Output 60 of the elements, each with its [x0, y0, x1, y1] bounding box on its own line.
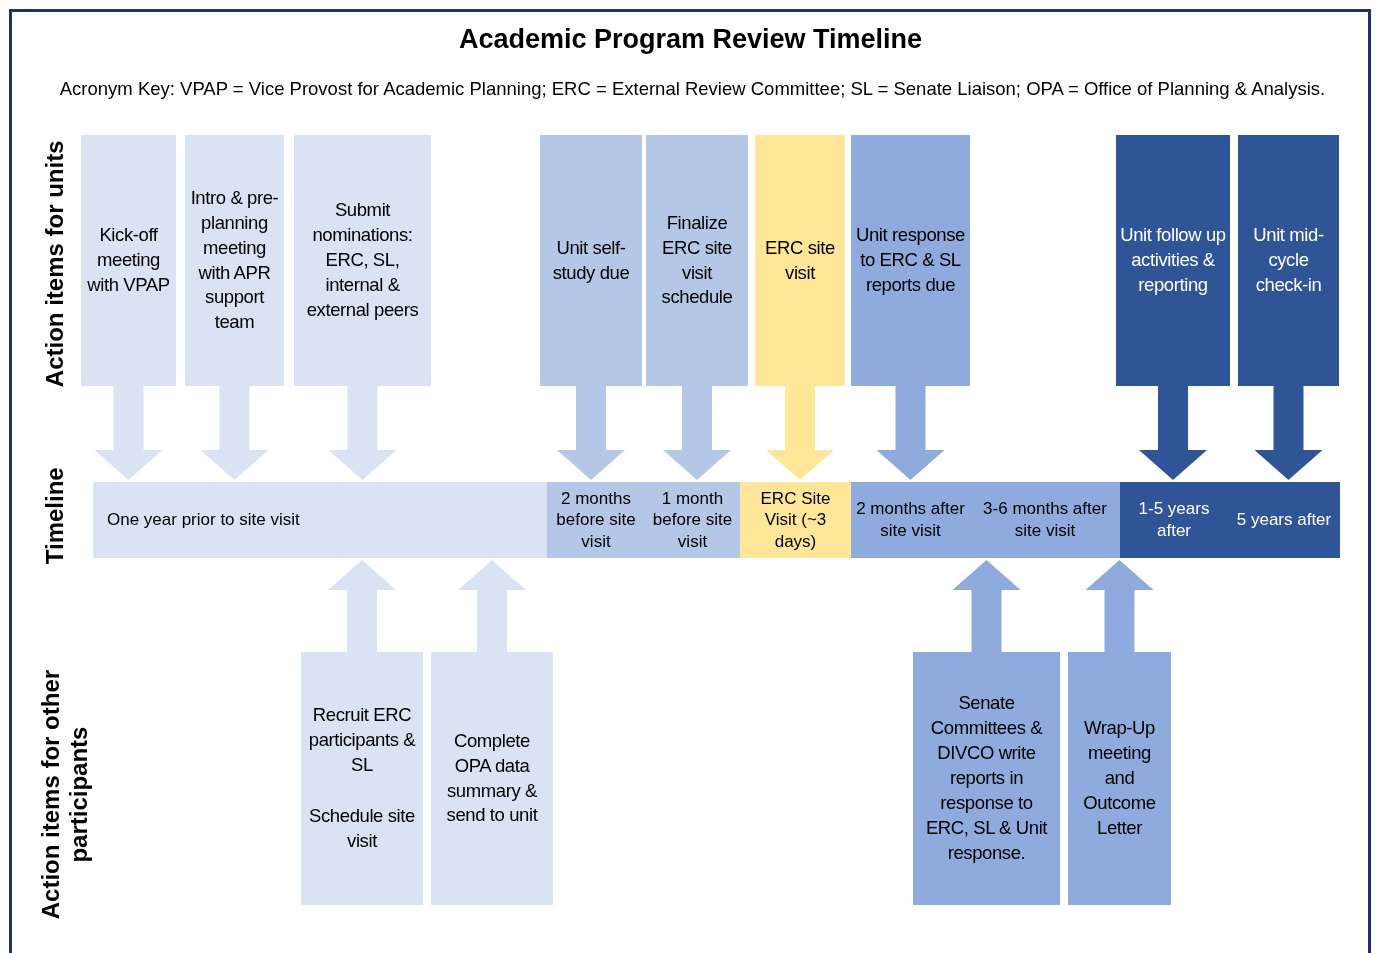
action-box	[294, 135, 431, 386]
box-text: Unit self-study due	[551, 235, 631, 285]
block-arrow	[1254, 386, 1323, 480]
timeline-segment	[645, 482, 740, 558]
box-text: Unit response to ERC & SL reports due	[855, 223, 966, 297]
box-text: Complete OPA data summary & send to unit	[445, 728, 539, 828]
box-text: Unit mid-cycle check-in	[1252, 223, 1325, 297]
acronym-key: Acronym Key: VPAP = Vice Provost for Academic Planning; ERC = External Review Committee; SL = Senate Liaison; OPA = Office of Planning & Analysis.	[20, 78, 1365, 100]
timeline-segment	[93, 482, 547, 558]
block-arrow	[458, 560, 526, 652]
row-label: Action items for other participants	[37, 668, 93, 922]
box-text: ERC site visit	[764, 235, 836, 285]
box-text: 2 months after site visit	[855, 498, 966, 542]
block-arrow	[876, 386, 945, 480]
box-text: ERC Site Visit (~3 days)	[759, 487, 832, 553]
action-box	[81, 135, 176, 386]
box-text: Senate Committees & DIVCO write reports in response to ERC, SL & Unit response.	[924, 691, 1049, 865]
box-text: One year prior to site visit	[107, 509, 300, 531]
action-box	[851, 135, 970, 386]
timeline-segment	[740, 482, 851, 558]
box-text: 3-6 months after site visit	[982, 498, 1108, 542]
box-text: Finalize ERC site visit schedule	[660, 210, 734, 310]
action-box	[540, 135, 642, 386]
action-box	[1068, 652, 1171, 905]
block-arrow	[663, 386, 731, 480]
box-text: 5 years after	[1236, 509, 1332, 531]
box-text: Wrap-Up meeting and Outcome Letter	[1082, 716, 1157, 840]
action-box	[913, 652, 1060, 905]
action-box	[301, 652, 423, 905]
action-box	[755, 135, 845, 386]
box-text: 1-5 years after	[1137, 498, 1211, 542]
box-text: Schedule site visit	[308, 804, 416, 853]
box-text: Kick-off meeting with VPAP	[86, 223, 171, 297]
action-box	[1116, 135, 1230, 386]
block-arrow	[328, 386, 397, 480]
timeline-segment	[1120, 482, 1228, 558]
box-text: 1 month before site visit	[651, 487, 734, 553]
block-arrow	[94, 386, 163, 480]
row-label: Action items for units	[41, 139, 69, 390]
box-text: Unit follow up activities & reporting	[1120, 223, 1226, 297]
block-arrow	[952, 560, 1021, 652]
block-arrow	[1139, 386, 1207, 480]
box-text: Recruit ERC participants & SL	[307, 703, 417, 777]
action-box	[1238, 135, 1339, 386]
title: Academic Program Review Timeline	[457, 24, 924, 55]
block-arrow	[328, 560, 396, 652]
block-arrow	[557, 386, 625, 480]
block-arrow	[766, 386, 834, 480]
box-text: Intro & pre-planning meeting with APR support team	[189, 185, 280, 335]
timeline-segment	[1228, 482, 1340, 558]
timeline-segment	[851, 482, 970, 558]
action-box	[431, 652, 553, 905]
block-arrow	[200, 386, 269, 480]
timeline-segment	[547, 482, 645, 558]
action-box	[646, 135, 748, 386]
timeline-segment	[970, 482, 1120, 558]
box-text: 2 months before site visit	[555, 487, 637, 553]
box-text: Submit nominations: ERC, SL, internal & external peers	[305, 198, 420, 322]
action-box	[185, 135, 284, 386]
row-label: Timeline	[41, 466, 69, 566]
